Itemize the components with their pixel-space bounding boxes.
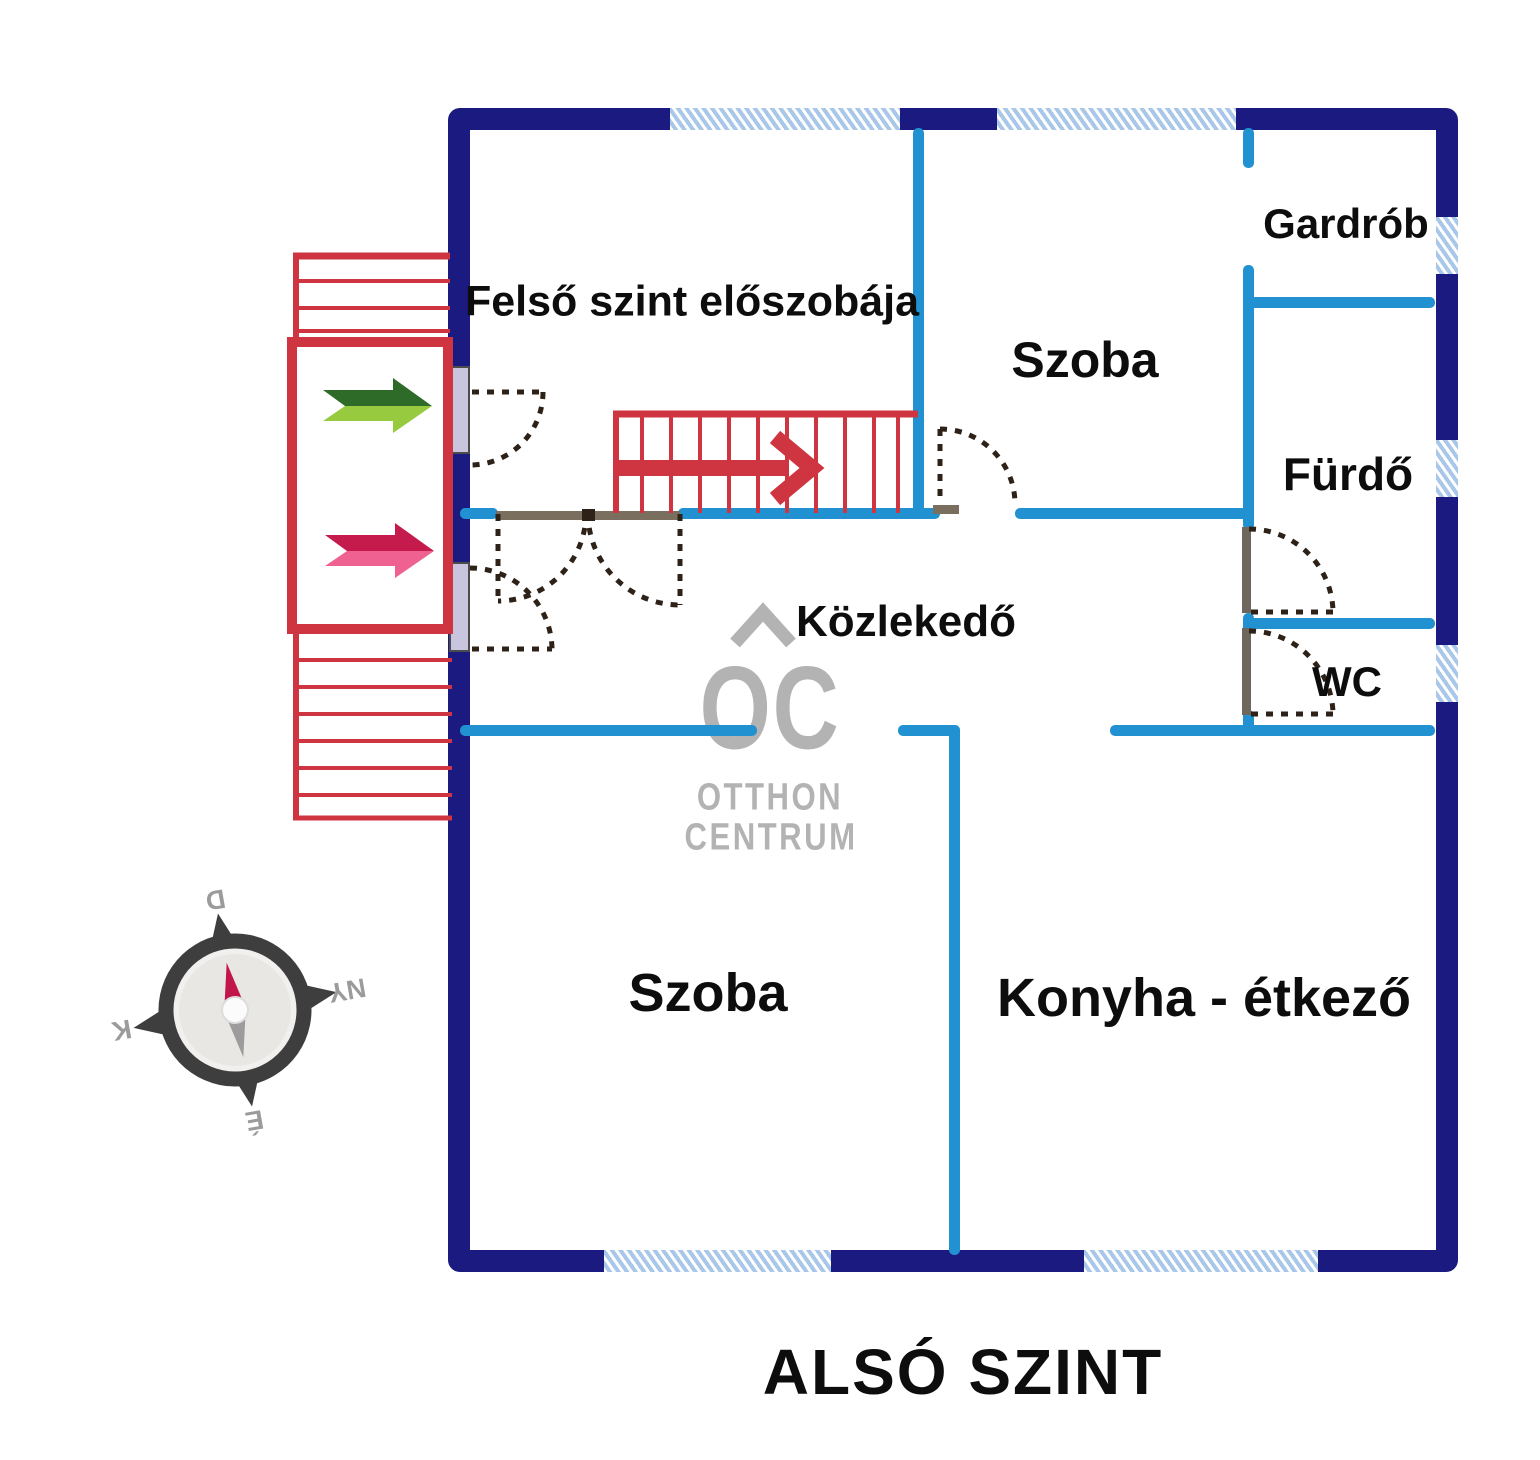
bathroom-door-leaf	[1242, 527, 1251, 613]
wall-corridor-top-2	[678, 508, 940, 519]
double-door-center-post	[582, 509, 595, 521]
window-top-right	[997, 108, 1236, 130]
room-label-wc: WC	[1312, 658, 1382, 705]
wall-corridor-top-1	[460, 508, 498, 519]
wall-bathroom-wc-divider	[1243, 618, 1435, 629]
staircase-exterior-lower	[293, 634, 452, 821]
window-right-bathroom	[1436, 440, 1458, 497]
window-top-left	[670, 108, 900, 130]
room-label-upper-hallway: Felső szint előszobája	[465, 277, 919, 326]
watermark-line1: OTTHON	[696, 776, 844, 819]
compass-label-west: NY	[326, 972, 368, 1008]
window-right-wardrobe	[1436, 217, 1458, 274]
entrance-arrow-green	[323, 378, 432, 433]
watermark-logo-text: OC	[699, 642, 841, 774]
compass-hub	[221, 996, 250, 1024]
wall-corridor-bottom-1	[460, 725, 757, 736]
door-swing-arcs	[469, 389, 1336, 717]
room-label-kitchen-dining: Konyha - étkező	[996, 968, 1412, 1028]
compass-label-north: É	[243, 1104, 266, 1138]
wall-wardrobe-bathroom-divider	[1243, 297, 1435, 308]
wall-room-top-left	[913, 128, 924, 518]
door-arc-entry-upper	[469, 389, 546, 468]
staircase-direction-arrow	[618, 430, 825, 506]
watermark-line2: CENTRUM	[684, 816, 858, 859]
room-top-door-hinge	[933, 505, 959, 514]
door-arc-entry-lower	[469, 565, 555, 652]
compass-label-south: D	[203, 883, 227, 916]
window-right-wc	[1436, 645, 1458, 702]
wall-corridor-top-3	[1015, 508, 1253, 519]
wall-wardrobe-bathroom-left	[1243, 265, 1254, 530]
wc-door-leaf	[1242, 628, 1251, 715]
wall-room-kitchen-divider	[949, 725, 960, 1255]
room-label-wardrobe: Gardrób	[1263, 200, 1429, 247]
door-arc-wc	[1248, 628, 1336, 717]
room-label-bathroom: Fürdő	[1282, 448, 1414, 500]
compass-rose: É K D NY	[109, 883, 368, 1138]
room-label-corridor: Közlekedő	[795, 597, 1017, 646]
room-label-room-bottom: Szoba	[628, 963, 788, 1023]
staircase-exterior-upper	[293, 252, 450, 340]
wall-wc-bottom-left	[1243, 710, 1254, 736]
room-label-room-top: Szoba	[1011, 332, 1159, 388]
compass-label-east: K	[109, 1014, 134, 1047]
floor-title: ALSÓ SZINT	[762, 1336, 1164, 1408]
door-arc-room-top	[937, 426, 1018, 505]
door-arc-bathroom	[1248, 526, 1336, 615]
wall-corridor-bottom-2	[898, 725, 960, 736]
exterior-landing	[287, 337, 453, 634]
wall-corridor-bottom-3	[1110, 725, 1435, 736]
window-bottom-right	[1084, 1250, 1318, 1272]
window-bottom-left	[604, 1250, 831, 1272]
entrance-arrow-pink	[325, 523, 434, 578]
wall-wardrobe-stub	[1243, 128, 1254, 168]
watermark-roof-icon	[730, 602, 796, 648]
